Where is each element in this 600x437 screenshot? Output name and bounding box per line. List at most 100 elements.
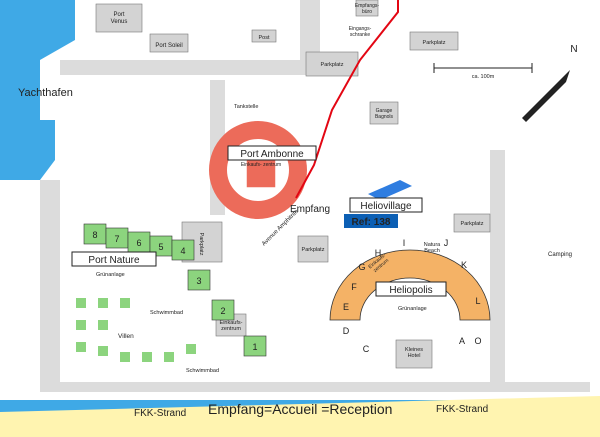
north-arrow-shape <box>522 70 570 122</box>
heliopolis-block-H: H <box>375 248 382 258</box>
villa-square <box>76 298 86 308</box>
port-venus-building <box>95 3 143 33</box>
label-parkplatz-right: Parkplatz <box>461 221 484 227</box>
villa-square <box>98 320 108 330</box>
label-gruenanlage-nature: Grünanlage <box>96 272 125 278</box>
heliopolis-box <box>375 281 447 297</box>
post-building <box>251 29 277 43</box>
label-schwimmbad-top: Schwimmbad <box>150 310 183 316</box>
villa-square <box>120 298 130 308</box>
heliopolis-block-L: L <box>475 296 480 306</box>
label-eingangsschranke: Eingangs-schranke <box>349 26 372 38</box>
port-nature-box <box>71 251 157 267</box>
heliopolis-block-F: F <box>351 282 357 292</box>
label-heliopolis: Heliopolis <box>389 285 432 296</box>
road-north <box>300 0 320 60</box>
label-parkplatz-left: Parkplatz <box>198 233 204 256</box>
sailboat-icon <box>108 84 144 126</box>
label-port-soleil: Port Soleil <box>155 43 182 49</box>
heliopolis-block-K: K <box>461 260 467 270</box>
north-arrow-icon <box>522 70 570 122</box>
parkplatz-mid <box>297 235 329 263</box>
nature-block-1 <box>243 335 267 357</box>
sailboat-sail <box>114 84 138 116</box>
parkplatz-top <box>305 51 359 77</box>
villa-square <box>186 344 196 354</box>
heliopolis-block-G: G <box>358 262 365 272</box>
heliopolis-block-A: A <box>459 336 465 346</box>
label-parkplatz-top: Parkplatz <box>321 62 344 68</box>
label-camping: Camping <box>548 252 572 258</box>
label-port-nature: Port Nature <box>88 255 140 266</box>
label-tankstelle: Tankstelle <box>234 104 258 110</box>
scale-bar <box>433 63 533 73</box>
ambonne-outer <box>209 121 307 219</box>
label-schwimmbad-bottom: Schwimmbad <box>186 368 219 374</box>
nature-block-4 <box>171 239 195 261</box>
nature-block-label: 5 <box>158 242 163 252</box>
port-soleil-building <box>149 33 189 53</box>
ref-badge <box>344 214 398 228</box>
label-gruenanlage-helio: Grünanlage <box>398 306 427 312</box>
nature-block-label: 7 <box>114 234 119 244</box>
road-left <box>40 180 60 392</box>
label-ref: Ref: 138 <box>352 217 391 228</box>
label-fkk-left: FKK-Strand <box>134 408 186 419</box>
label-empfang: Empfang <box>290 204 330 215</box>
nature-block-3 <box>187 269 211 291</box>
villa-square <box>98 298 108 308</box>
label-yachthafen: Yachthafen <box>18 87 73 99</box>
heliopolis-block-I: I <box>403 238 406 248</box>
parkplatz-top-right <box>409 31 459 51</box>
garage-building <box>369 101 399 125</box>
beach-strip <box>0 396 600 437</box>
label-post: Post <box>258 35 269 41</box>
empfangsbuero-building <box>355 0 379 17</box>
nature-block-label: 3 <box>196 276 201 286</box>
villa-square <box>142 352 152 362</box>
label-einkaufszentrum-nature: Einkaufs-zentrum <box>220 320 243 332</box>
road-bottom <box>40 382 590 392</box>
label-parkplatz-mid: Parkplatz <box>302 247 325 253</box>
road-top <box>60 60 330 75</box>
heliopolis-block-J: J <box>444 238 449 248</box>
villa-square <box>120 352 130 362</box>
roads <box>40 0 590 392</box>
label-fkk-right: FKK-Strand <box>436 404 488 415</box>
label-heliovillage: Heliovillage <box>360 201 412 212</box>
sailboat-hull <box>108 118 144 126</box>
nature-block-label: 2 <box>220 306 225 316</box>
land-area <box>0 0 600 400</box>
road-east <box>490 150 505 388</box>
label-empfangsbuero: Empfangs-büro <box>355 3 380 15</box>
villa-square <box>164 352 174 362</box>
label-parkplatz-top-right: Parkplatz <box>423 40 446 46</box>
villa-square <box>98 346 108 356</box>
heliopolis-block-C: C <box>363 344 370 354</box>
ambonne-einkaufszentrum: Einkaufs- zentrum <box>241 162 281 168</box>
label-villen: Villen <box>118 333 134 340</box>
label-north: N <box>570 44 577 55</box>
heliovillage-arrow <box>368 180 412 200</box>
heliovillage-box <box>349 197 423 213</box>
kleines-hotel-building <box>395 339 433 369</box>
port-ambonne-box <box>227 145 317 161</box>
heliopolis-block-O: O <box>474 336 481 346</box>
parkplatz-right <box>453 213 491 233</box>
label-scale: ca. 100m <box>472 74 495 80</box>
nature-block-label: 1 <box>252 342 257 352</box>
heliovillage-complex <box>368 180 412 200</box>
villa-square <box>76 320 86 330</box>
villa-square <box>76 342 86 352</box>
route-line <box>295 0 399 199</box>
nature-block-label: 6 <box>136 238 141 248</box>
label-port-ambonne: Port Ambonne <box>240 149 304 160</box>
